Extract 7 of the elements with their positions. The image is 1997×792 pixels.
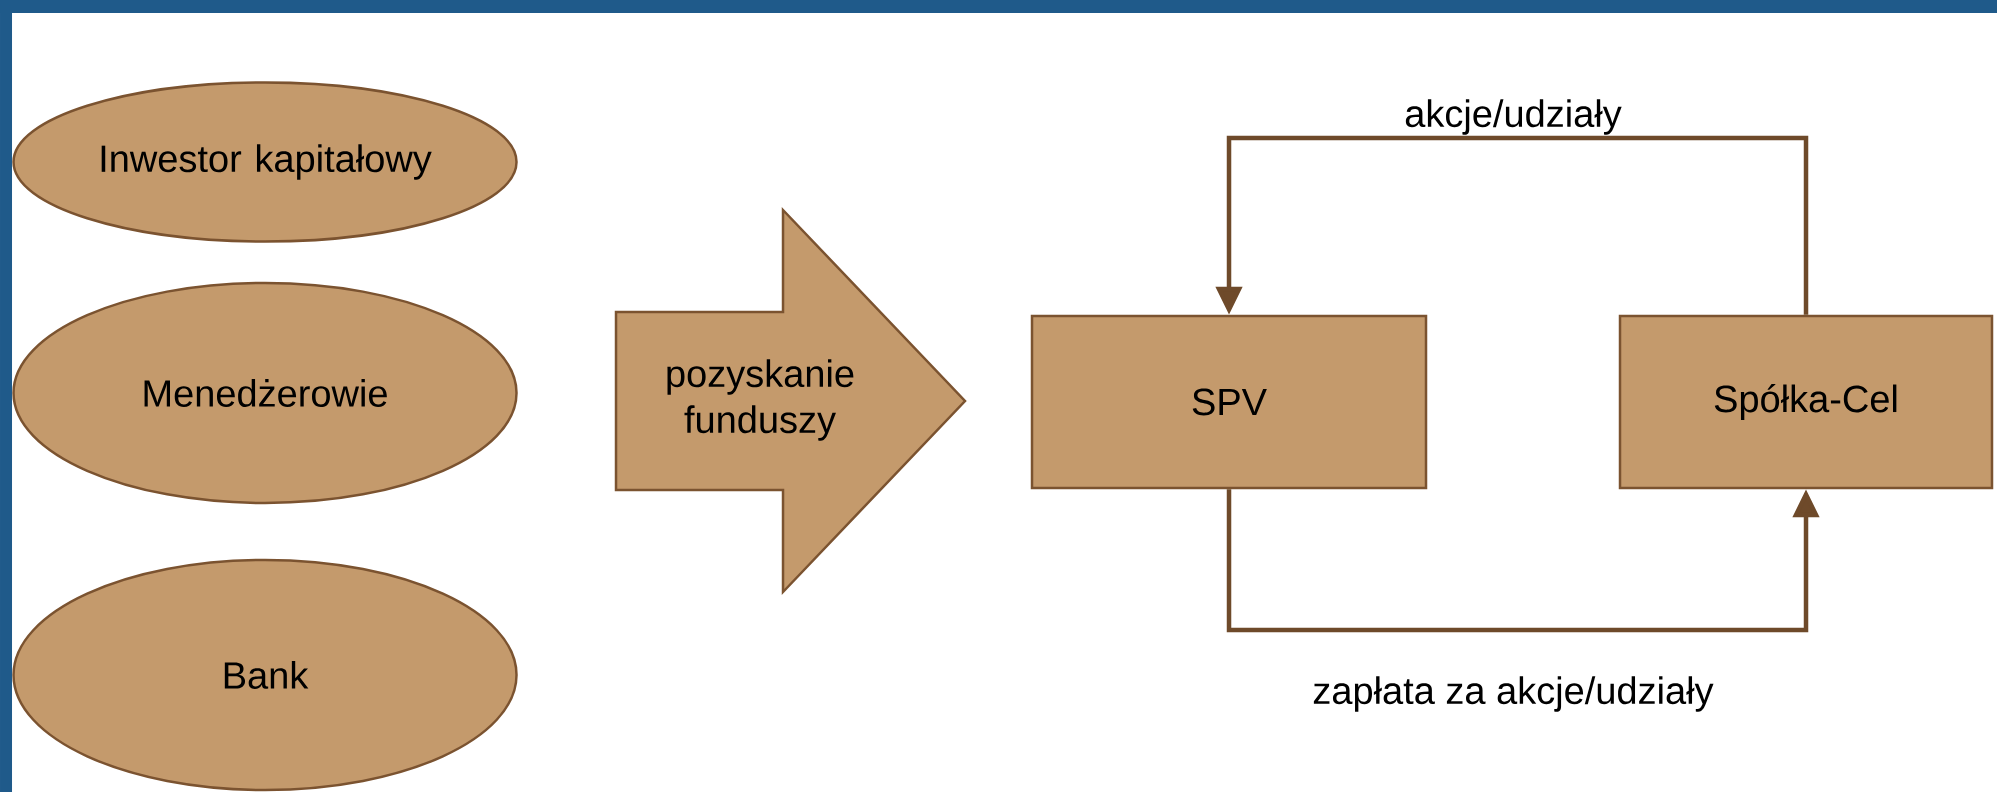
ellipse-node: Bank xyxy=(12,558,518,792)
ellipse-node: Menedżerowie xyxy=(12,281,518,505)
edge-label: zapłata za akcje/udziały xyxy=(1313,676,1714,712)
edge-label: akcje/udziały xyxy=(1405,99,1622,135)
ellipse-node: Inwestor kapitałowy xyxy=(12,81,518,243)
process-box: SPV xyxy=(1030,314,1428,490)
process-box: Spółka-Cel xyxy=(1618,314,1994,490)
